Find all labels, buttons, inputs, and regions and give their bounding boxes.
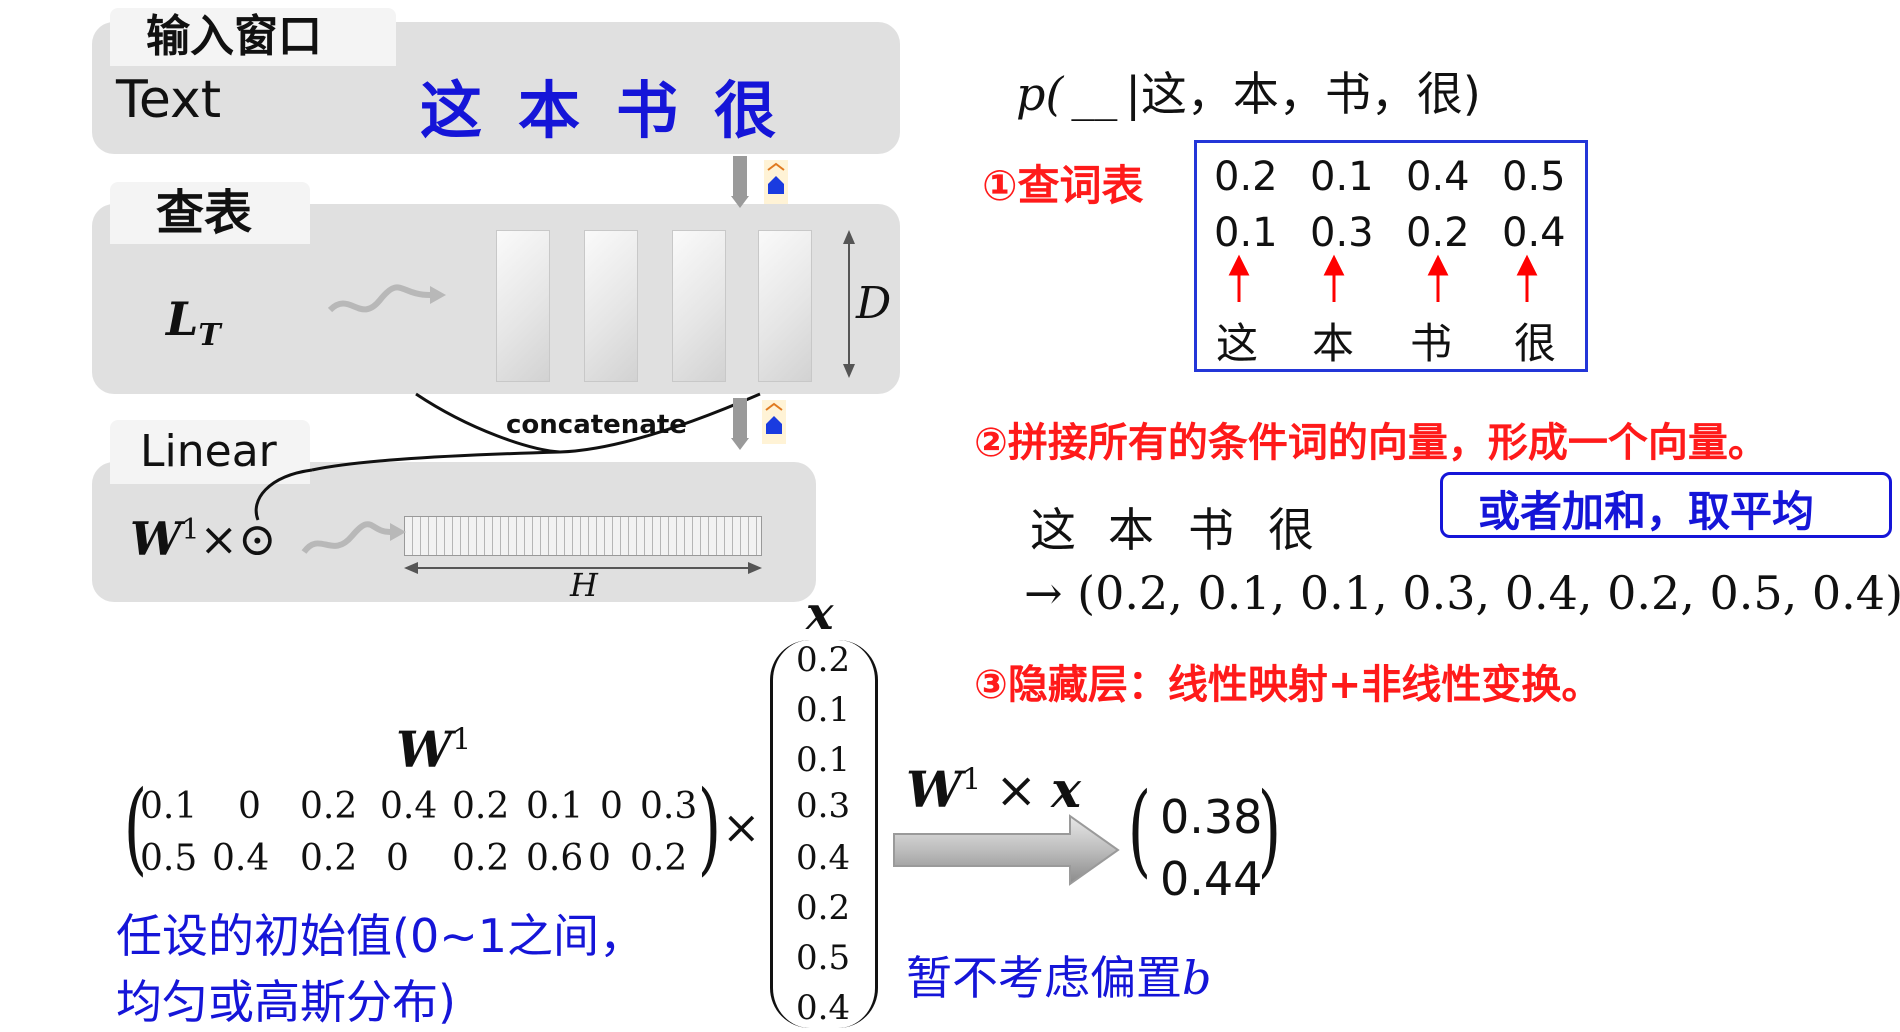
matrix-title-main: W [396, 720, 452, 779]
matrix-r2-c7: 0 [588, 838, 611, 879]
matrix-title-sup: 1 [452, 722, 471, 757]
step2-label: ②拼接所有的条件词的向量，形成一个向量。 [974, 410, 1768, 468]
matrix-r2-c3: 0.2 [300, 838, 357, 879]
x-val-1: 0.2 [796, 640, 850, 680]
d-arrow-top [843, 230, 855, 244]
query-p: p( [1016, 67, 1063, 121]
bias-note: 暂不考虑偏置b [906, 942, 1211, 1008]
matrix-right-paren: ) [698, 778, 721, 878]
matrix-r2-c6: 0.6 [526, 838, 583, 879]
matrix-r1-c2: 0 [238, 786, 261, 827]
query-formula: p(__|这，本，书，很) [1016, 58, 1481, 124]
concat-vector: → (0.2, 0.1, 0.1, 0.3, 0.4, 0.2, 0.5, 0.… [1024, 566, 1900, 620]
matrix-r2-c1: 0.5 [140, 838, 197, 879]
lookup-word-3: 书 [1410, 310, 1452, 371]
matrix-r2-c2: 0.4 [212, 838, 269, 879]
x-val-5: 0.4 [796, 838, 850, 878]
result-arrow-shape [894, 816, 1118, 884]
squiggle-arrowhead-linear [390, 523, 406, 541]
matrix-r1-c8: 0.3 [640, 786, 697, 827]
matrix-r2-c4: 0 [386, 838, 409, 879]
matrix-times: × [722, 800, 761, 854]
step2-word-3: 书 [1188, 494, 1234, 560]
lookup-word-1: 这 [1216, 310, 1258, 371]
down-marker-2 [733, 398, 747, 438]
x-val-6: 0.2 [796, 888, 850, 928]
matrix-r1-c3: 0.2 [300, 786, 357, 827]
lookup-word-4: 很 [1514, 310, 1556, 371]
step2-word-2: 本 [1108, 494, 1154, 560]
query-blank: __ [1063, 67, 1125, 121]
matrix-r1-c7: 0 [600, 786, 623, 827]
step3-label: ③隐藏层：线性映射+非线性变换。 [974, 652, 1601, 710]
squiggle-arrow-lookup [330, 287, 430, 310]
red-arrow-2-head [1326, 258, 1342, 274]
result-val-2: 0.44 [1160, 852, 1262, 906]
step1-label: ①查词表 [982, 152, 1144, 213]
red-arrow-3-head [1430, 258, 1446, 274]
matrix-note-line2: 均匀或高斯分布) [116, 966, 456, 1032]
lookup-word-2: 本 [1312, 310, 1354, 371]
down-marker-1 [733, 156, 747, 196]
down-marker-2-tip [731, 438, 749, 450]
matrix-title: W1 [396, 720, 471, 779]
matrix-r1-c4: 0.4 [380, 786, 437, 827]
x-label: x [806, 586, 833, 640]
concat-curve-main [416, 394, 760, 452]
result-val-1: 0.38 [1160, 790, 1262, 844]
bias-symbol: b [1182, 951, 1211, 1005]
result-left-paren: ( [1128, 780, 1151, 880]
matrix-r1-c5: 0.2 [452, 786, 509, 827]
concat-curve-odot [256, 470, 312, 520]
result-arrow-sup: 1 [962, 762, 981, 797]
matrix-r2-c8: 0.2 [630, 838, 687, 879]
concat-vector-text: → (0.2, 0.1, 0.1, 0.3, 0.4, 0.2, 0.5, 0.… [1024, 566, 1900, 620]
result-arrow-icon [890, 810, 1130, 890]
red-arrow-1-head [1231, 258, 1247, 274]
x-val-2: 0.1 [796, 690, 850, 730]
red-arrow-4-head [1519, 258, 1535, 274]
concat-curve-out [312, 452, 560, 470]
down-marker-1-tip [731, 196, 749, 208]
matrix-note-line1: 任设的初始值(0~1之间， [116, 900, 645, 966]
step2-word-4: 很 [1268, 494, 1314, 560]
d-arrow-bottom [843, 364, 855, 378]
matrix-r2-c5: 0.2 [452, 838, 509, 879]
h-arrow-right [748, 562, 762, 574]
step2-note: 或者加和，取平均 [1478, 478, 1814, 539]
x-val-3: 0.1 [796, 740, 850, 780]
squiggle-arrowhead-lookup [430, 286, 446, 304]
h-arrow-left [404, 562, 418, 574]
matrix-r1-c6: 0.1 [526, 786, 583, 827]
query-rest: |这，本，书，很) [1125, 67, 1480, 121]
step2-word-1: 这 [1030, 494, 1076, 560]
bias-note-text: 暂不考虑偏置 [906, 951, 1182, 1005]
matrix-r1-c1: 0.1 [140, 786, 197, 827]
x-val-4: 0.3 [796, 786, 850, 826]
diagram-connectors [0, 0, 1000, 640]
x-val-7: 0.5 [796, 938, 850, 978]
squiggle-arrow-linear [304, 524, 390, 552]
x-val-8: 0.4 [796, 988, 850, 1028]
